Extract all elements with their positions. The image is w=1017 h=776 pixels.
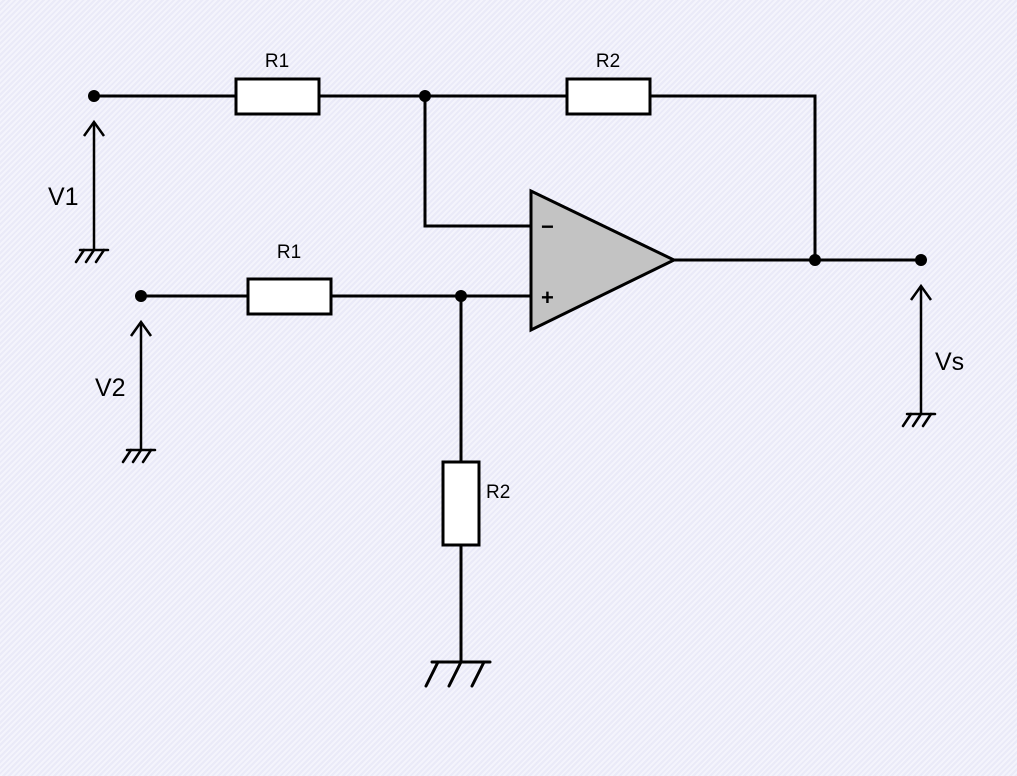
v2-terminal-dot	[135, 290, 147, 302]
inverting-node-dot	[419, 90, 431, 102]
resistor-r1-top	[234, 77, 321, 116]
vs-ground-icon	[901, 412, 913, 428]
v2-ground-icon	[121, 448, 133, 464]
feedback-node-dot	[809, 254, 821, 266]
v1-terminal-dot	[88, 90, 100, 102]
v1-label: V1	[48, 183, 79, 211]
resistor-r1-top-label: R1	[265, 51, 289, 72]
vs-terminal-dot	[915, 254, 927, 266]
v2-label: V2	[95, 374, 126, 402]
v1-source	[74, 119, 110, 264]
opamp-inverting-sign: −	[541, 214, 554, 239]
shunt-ground-icon	[424, 660, 492, 688]
resistor-r1-bottom-label: R1	[277, 242, 301, 263]
resistor-r2-top	[565, 77, 652, 116]
noninverting-node-dot	[455, 290, 467, 302]
opamp-noninverting-sign: +	[541, 285, 554, 310]
vs-label: Vs	[935, 348, 964, 376]
resistor-r1-bottom	[246, 277, 333, 316]
opamp-triangle	[529, 188, 678, 333]
top-branch-wires	[92, 94, 817, 262]
vs-output	[901, 283, 937, 428]
resistor-r2-shunt-label: R2	[486, 482, 510, 503]
v1-ground-icon	[74, 248, 86, 264]
v2-source	[121, 319, 157, 464]
bottom-branch-wires	[139, 294, 533, 664]
resistor-r2-shunt	[441, 460, 481, 547]
resistor-r2-top-label: R2	[596, 51, 620, 72]
